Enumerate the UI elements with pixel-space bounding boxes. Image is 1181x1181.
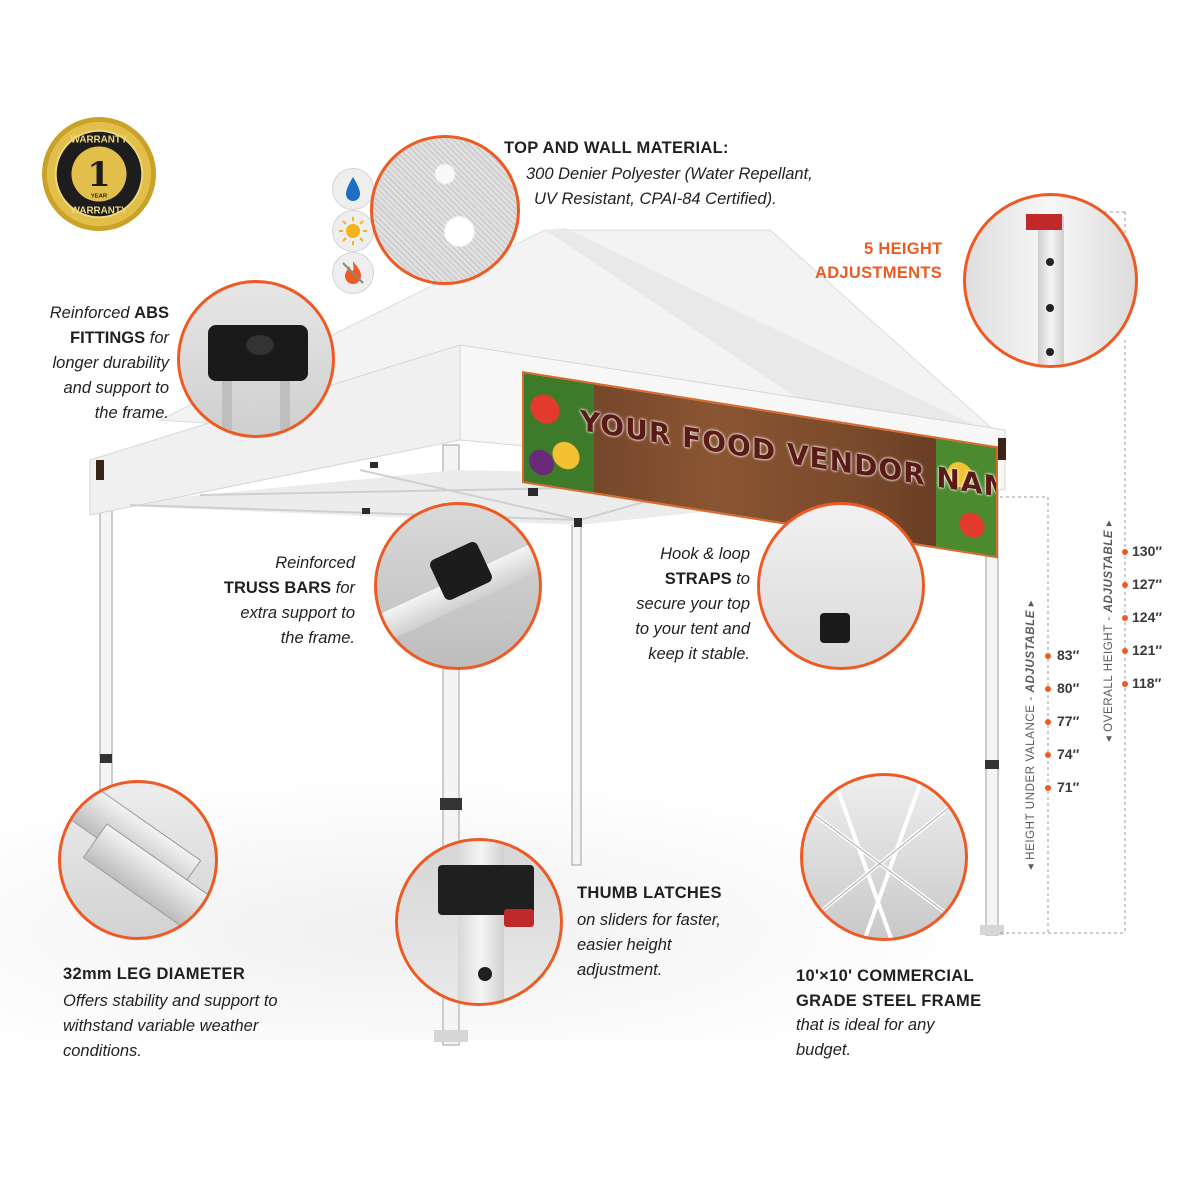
oh-dot-0 xyxy=(1122,549,1128,555)
oh-dot-2 xyxy=(1122,615,1128,621)
truss-l4: the frame. xyxy=(280,629,355,647)
truss-bars-text: Reinforced TRUSS BARS for extra support … xyxy=(224,551,355,651)
frame-t2: GRADE STEEL FRAME xyxy=(796,992,982,1010)
latches-text: on sliders for faster, easier height adj… xyxy=(577,908,721,983)
frame-l1: that is ideal for any xyxy=(796,1016,935,1034)
warranty-bottom: WARRANTY xyxy=(71,205,128,216)
leg-l2: withstand variable weather xyxy=(63,1017,259,1035)
frame-l2: budget. xyxy=(796,1041,852,1059)
abs-l3: longer durability xyxy=(52,354,169,372)
uv-dot-4 xyxy=(1045,785,1051,791)
abs-fittings-text: Reinforced ABS FITTINGS for longer durab… xyxy=(50,301,169,426)
under-valance-label-a: HEIGHT UNDER VALANCE - xyxy=(1025,692,1037,860)
thumb-latch-detail-image xyxy=(395,838,563,1006)
straps-l2b: to xyxy=(731,570,750,588)
abs-l1b: ABS xyxy=(134,304,169,322)
material-line-1: 300 Denier Polyester (Water Repellant, xyxy=(526,165,813,183)
uv-value-2: 77″ xyxy=(1057,713,1080,729)
leg-l1: Offers stability and support to xyxy=(63,992,278,1010)
height-adjust-line-1: 5 HEIGHT xyxy=(864,240,943,258)
sun-icon xyxy=(332,210,374,252)
straps-l5: keep it stable. xyxy=(648,645,750,663)
uv-dot-0 xyxy=(1045,653,1051,659)
abs-l2a: FITTINGS xyxy=(69,329,146,347)
material-line-2: UV Resistant, CPAI-84 Certified). xyxy=(534,190,777,208)
oh-dot-4 xyxy=(1122,681,1128,687)
truss-l3: extra support to xyxy=(240,604,355,622)
oh-value-3: 121″ xyxy=(1132,642,1163,658)
frame-t1: 10'×10' COMMERCIAL xyxy=(796,967,974,985)
oh-value-2: 124″ xyxy=(1132,609,1163,625)
oh-value-4: 118″ xyxy=(1132,675,1162,691)
leg-tube-detail-image xyxy=(58,780,218,940)
height-adjust-detail-image xyxy=(963,193,1138,368)
abs-l5: the frame. xyxy=(94,404,169,422)
latches-l3: adjustment. xyxy=(577,961,663,979)
straps-l3: secure your top xyxy=(636,595,750,613)
abs-fittings-detail-image xyxy=(177,280,335,438)
truss-l2b: for xyxy=(331,579,355,597)
frame-text: that is ideal for any budget. xyxy=(796,1013,935,1063)
warranty-number: 1 xyxy=(87,155,110,194)
straps-l2a: STRAPS xyxy=(664,570,732,588)
height-adjust-line-2: ADJUSTMENTS xyxy=(815,264,943,282)
straps-text: Hook & loop STRAPS to secure your top to… xyxy=(635,542,750,667)
uv-value-4: 71″ xyxy=(1057,779,1080,795)
oh-dot-1 xyxy=(1122,582,1128,588)
under-valance-label: ◂ HEIGHT UNDER VALANCE - ADJUSTABLE ▸ xyxy=(1025,599,1037,870)
uv-value-1: 80″ xyxy=(1057,680,1080,696)
water-drop-icon xyxy=(332,168,374,210)
warranty-top: WARRANTY xyxy=(71,135,128,146)
uv-value-0: 83″ xyxy=(1057,647,1080,663)
latches-l2: easier height xyxy=(577,936,672,954)
abs-l2b: for xyxy=(145,329,169,347)
straps-l1: Hook & loop xyxy=(660,545,750,563)
overall-height-label: ◂ OVERALL HEIGHT - ADJUSTABLE ▸ xyxy=(1103,519,1115,742)
warranty-seal-icon: 1 YEAR WARRANTY WARRANTY xyxy=(41,116,157,232)
leg-text: Offers stability and support to withstan… xyxy=(63,989,278,1064)
leg-l3: conditions. xyxy=(63,1042,142,1060)
latches-title: THUMB LATCHES xyxy=(577,884,722,902)
leg-title: 32mm LEG DIAMETER xyxy=(63,965,246,983)
overall-label-b: ADJUSTABLE xyxy=(1103,529,1115,613)
uv-dot-2 xyxy=(1045,719,1051,725)
uv-dot-1 xyxy=(1045,686,1051,692)
overall-label-a: OVERALL HEIGHT - xyxy=(1103,612,1115,732)
strap-detail-image xyxy=(757,502,925,670)
warranty-year: YEAR xyxy=(91,194,108,200)
steel-frame-detail-image xyxy=(800,773,968,941)
flame-retardant-icon xyxy=(332,252,374,294)
uv-value-3: 74″ xyxy=(1057,746,1080,762)
truss-l1: Reinforced xyxy=(275,554,355,572)
abs-l1a: Reinforced xyxy=(49,304,135,322)
oh-dot-3 xyxy=(1122,648,1128,654)
under-valance-label-b: ADJUSTABLE xyxy=(1025,609,1037,693)
truss-l2a: TRUSS BARS xyxy=(223,579,332,597)
truss-bar-detail-image xyxy=(374,502,542,670)
uv-dot-3 xyxy=(1045,752,1051,758)
oh-value-1: 127″ xyxy=(1132,576,1163,592)
abs-l4: and support to xyxy=(63,379,170,397)
oh-value-0: 130″ xyxy=(1132,543,1163,559)
frame-title: 10'×10' COMMERCIAL GRADE STEEL FRAME xyxy=(796,964,981,1014)
fabric-detail-image xyxy=(370,135,520,285)
latches-l1: on sliders for faster, xyxy=(577,911,721,929)
straps-l4: to your tent and xyxy=(635,620,750,638)
material-title: TOP AND WALL MATERIAL: xyxy=(504,139,729,157)
